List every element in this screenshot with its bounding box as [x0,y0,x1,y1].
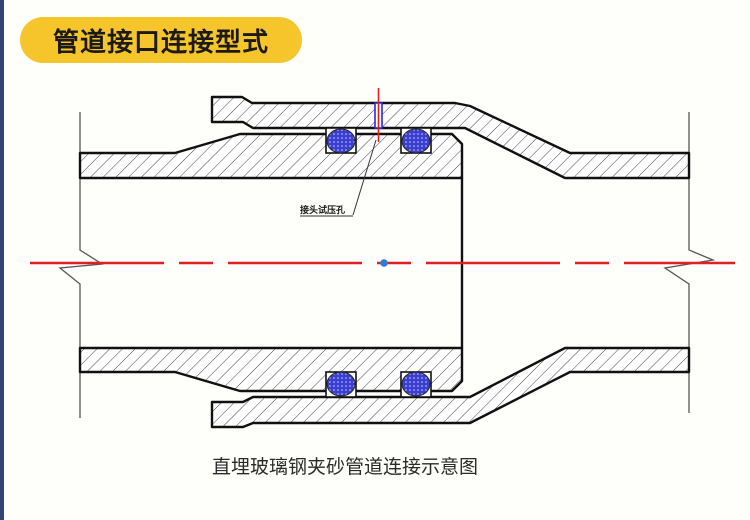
seal-ring-bottom-2 [400,371,432,398]
seal-ring-top-1 [325,127,357,154]
test-hole-label: 接头试压孔 [300,204,345,216]
seal-ring-top-2 [400,127,432,154]
center-dot [380,259,388,267]
socket-sleeve-bottom [210,346,691,429]
leader-line [352,139,377,216]
spigot-wall-top [78,132,464,180]
page-title: 管道接口连接型式 [52,27,269,58]
test-pressure-hole [374,88,383,142]
left-accent-strip [0,0,4,520]
seal-ring-bottom-1 [325,371,357,398]
diagram-caption: 直埋玻璃钢夹砂管道连接示意图 [211,456,478,478]
title-badge: 管道接口连接型式 [20,17,302,63]
left-break-line [58,112,104,418]
socket-sleeve-top [210,95,691,180]
